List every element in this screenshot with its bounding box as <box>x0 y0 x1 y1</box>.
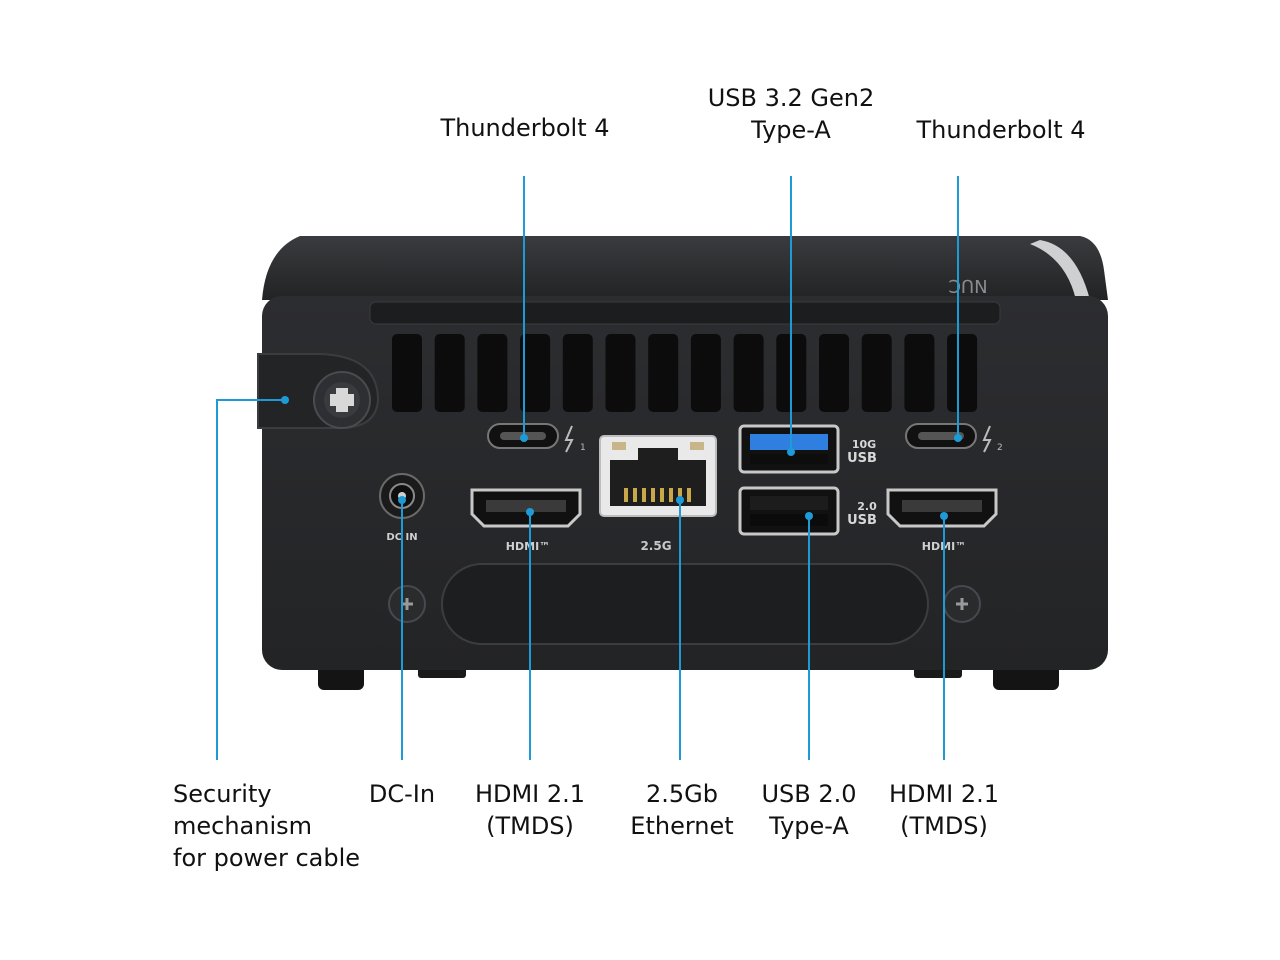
security-bracket <box>257 353 380 429</box>
ethernet-pin <box>669 488 673 502</box>
label-usb32-type-a: USB 3.2 Gen2 Type-A <box>707 84 875 144</box>
svg-text:10G: 10G <box>852 438 876 451</box>
lightning-bolt-icon <box>982 425 992 453</box>
vent-slot <box>690 334 721 412</box>
svg-text:USB: USB <box>847 451 877 466</box>
ethernet-pin <box>660 488 664 502</box>
hdmi-port-right: HDMI™ <box>886 488 998 553</box>
label-thunderbolt-left: Thunderbolt 4 <box>440 114 610 142</box>
vent-slot <box>904 334 935 412</box>
label-ethernet: 2.5Gb Ethernet <box>630 780 734 840</box>
vent-slot <box>947 334 978 412</box>
label-dc-in: DC-In <box>368 780 436 808</box>
svg-text:2: 2 <box>997 443 1003 453</box>
svg-text:2.0: 2.0 <box>857 500 877 513</box>
ethernet-pin <box>678 488 682 502</box>
brand-logo: NUC <box>948 275 987 296</box>
ethernet-pin <box>651 488 655 502</box>
svg-text:2.5G: 2.5G <box>640 539 671 553</box>
svg-text:1: 1 <box>580 443 586 453</box>
vent-slot <box>861 334 892 412</box>
ethernet-pin <box>642 488 646 502</box>
vent-slot <box>733 334 764 412</box>
bottom-access-panel <box>388 563 981 645</box>
vent-slot <box>434 334 465 412</box>
ethernet-pin <box>633 488 637 502</box>
ethernet-pin <box>624 488 628 502</box>
top-lid: NUC <box>262 236 1108 300</box>
vent-slot <box>562 334 593 412</box>
hdmi-port-left: HDMI™ <box>470 488 582 553</box>
leader-lines <box>216 176 959 760</box>
vent-slot <box>392 334 422 412</box>
usb-2-0-port: 2.0 USB <box>738 486 877 536</box>
svg-text:HDMI™: HDMI™ <box>506 540 550 553</box>
vent-slot <box>819 334 849 412</box>
label-hdmi-left: HDMI 2.1 (TMDS) <box>474 780 586 840</box>
leader-dots <box>281 396 962 520</box>
label-hdmi-right: HDMI 2.1 (TMDS) <box>888 780 1000 840</box>
vent-slot <box>520 334 551 412</box>
vent-slot <box>648 334 679 412</box>
leader-security <box>216 399 285 760</box>
ethernet-pin <box>687 488 691 502</box>
lightning-bolt-icon <box>564 425 574 453</box>
ethernet-port: 2.5G <box>599 435 717 553</box>
label-usb20-type-a: USB 2.0 Type-A <box>761 780 857 840</box>
label-thunderbolt-right: Thunderbolt 4 <box>916 116 1086 144</box>
label-security-mechanism: Security mechanism for power cable <box>173 780 361 872</box>
vent-slot <box>477 334 508 412</box>
vent-slot <box>605 334 636 412</box>
svg-text:USB: USB <box>847 513 877 528</box>
